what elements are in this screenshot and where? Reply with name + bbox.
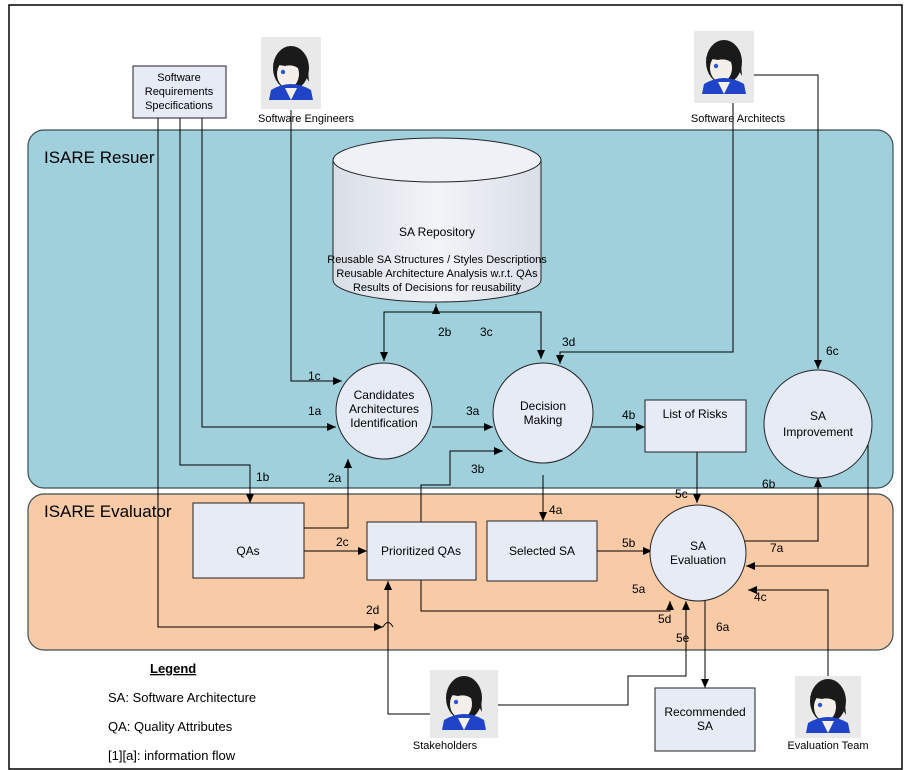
stakeholders-actor: Stakeholders xyxy=(413,670,498,752)
flow-5d: 5d xyxy=(658,612,671,626)
flow-2b: 2b xyxy=(438,325,452,339)
svg-text:Stakeholders: Stakeholders xyxy=(413,740,478,752)
svg-text:Candidates: Candidates xyxy=(354,388,415,402)
svg-text:Identification: Identification xyxy=(350,416,417,430)
sa-improvement-node: SA Improvement xyxy=(763,369,873,479)
flow-7a: 7a xyxy=(770,541,784,555)
svg-text:Reusable Architecture Analysis: Reusable Architecture Analysis w.r.t. QA… xyxy=(336,268,538,280)
flow-5a: 5a xyxy=(632,582,646,596)
selected-sa-box: Selected SA xyxy=(486,520,598,582)
flow-1b: 1b xyxy=(256,470,270,484)
qas-box: QAs xyxy=(192,502,305,579)
flow-4c: 4c xyxy=(754,590,767,604)
svg-text:Software: Software xyxy=(157,72,200,84)
svg-text:SA: SA xyxy=(810,409,826,423)
svg-text:Software Engineers: Software Engineers xyxy=(258,113,354,125)
svg-text:Selected SA: Selected SA xyxy=(509,544,575,558)
legend: Legend SA: Software Architecture QA: Qua… xyxy=(108,661,256,763)
reuser-title: ISARE Resuer xyxy=(44,148,155,167)
flow-3b: 3b xyxy=(471,462,485,476)
flow-6c: 6c xyxy=(826,344,839,358)
flow-1c: 1c xyxy=(308,369,321,383)
svg-text:Requirements: Requirements xyxy=(145,86,214,98)
flow-connectors xyxy=(157,74,869,715)
svg-text:Reusable SA Structures / Style: Reusable SA Structures / Styles Descript… xyxy=(327,254,547,266)
svg-text:Improvement: Improvement xyxy=(783,425,854,439)
prioritized-qas-box: Prioritized QAs xyxy=(366,521,477,581)
recommended-sa-box: Recommended SA xyxy=(654,687,756,752)
decision-making-node: Decision Making xyxy=(492,362,594,464)
svg-text:Decision: Decision xyxy=(520,399,566,413)
flow-labels: 1a 1b 1c 2a 2b 2c 2d 3a 3b 3c 3d 4a 4b 4… xyxy=(256,325,839,645)
svg-text:Prioritized QAs: Prioritized QAs xyxy=(381,544,461,558)
flow-2c: 2c xyxy=(336,535,349,549)
flow-3a: 3a xyxy=(466,404,480,418)
list-of-risks-box: List of Risks xyxy=(644,399,747,453)
svg-text:Evaluation Team: Evaluation Team xyxy=(787,740,868,752)
svg-text:QAs: QAs xyxy=(236,544,259,558)
flow-4a: 4a xyxy=(549,503,563,517)
reuser-region xyxy=(27,129,894,489)
candidates-node: Candidates Architectures Identification xyxy=(335,362,433,460)
srs-box: Software Requirements Specifications xyxy=(132,65,227,119)
flow-5c: 5c xyxy=(675,487,688,501)
sa-evaluation-node: SA Evaluation xyxy=(649,504,747,602)
flow-6b: 6b xyxy=(762,477,776,491)
flow-3d: 3d xyxy=(562,335,575,349)
flow-3c: 3c xyxy=(480,325,493,339)
sa-repository: SA Repository Reusable SA Structures / S… xyxy=(327,137,547,303)
software-architects-actor: Software Architects xyxy=(691,31,786,125)
svg-text:SA: SA xyxy=(690,539,706,553)
svg-text:SA Repository: SA Repository xyxy=(399,225,475,239)
flow-5b: 5b xyxy=(622,536,636,550)
evaluation-team-actor: Evaluation Team xyxy=(787,676,869,752)
flow-4b: 4b xyxy=(622,408,636,422)
svg-text:Recommended: Recommended xyxy=(664,705,745,719)
svg-text:Evaluation: Evaluation xyxy=(670,553,726,567)
flow-2d: 2d xyxy=(366,603,379,617)
svg-text:List of Risks: List of Risks xyxy=(663,407,728,421)
flow-1a: 1a xyxy=(308,404,322,418)
flow-6a: 6a xyxy=(716,620,730,634)
svg-text:SA: SA xyxy=(697,719,713,733)
legend-item: QA: Quality Attributes xyxy=(108,719,233,734)
legend-item: SA: Software Architecture xyxy=(108,690,256,705)
legend-item: [1][a]: information flow xyxy=(108,748,236,763)
software-engineers-actor: Software Engineers xyxy=(258,37,354,125)
flow-2a: 2a xyxy=(328,471,342,485)
legend-title: Legend xyxy=(150,661,196,676)
flow-5e: 5e xyxy=(676,631,690,645)
evaluator-title: ISARE Evaluator xyxy=(44,502,172,521)
svg-text:Results of Decisions for reusa: Results of Decisions for reusability xyxy=(353,282,522,294)
svg-text:Architectures: Architectures xyxy=(349,402,419,416)
svg-text:Software Architects: Software Architects xyxy=(691,113,786,125)
svg-text:Making: Making xyxy=(524,413,563,427)
svg-text:Specifications: Specifications xyxy=(145,100,213,112)
